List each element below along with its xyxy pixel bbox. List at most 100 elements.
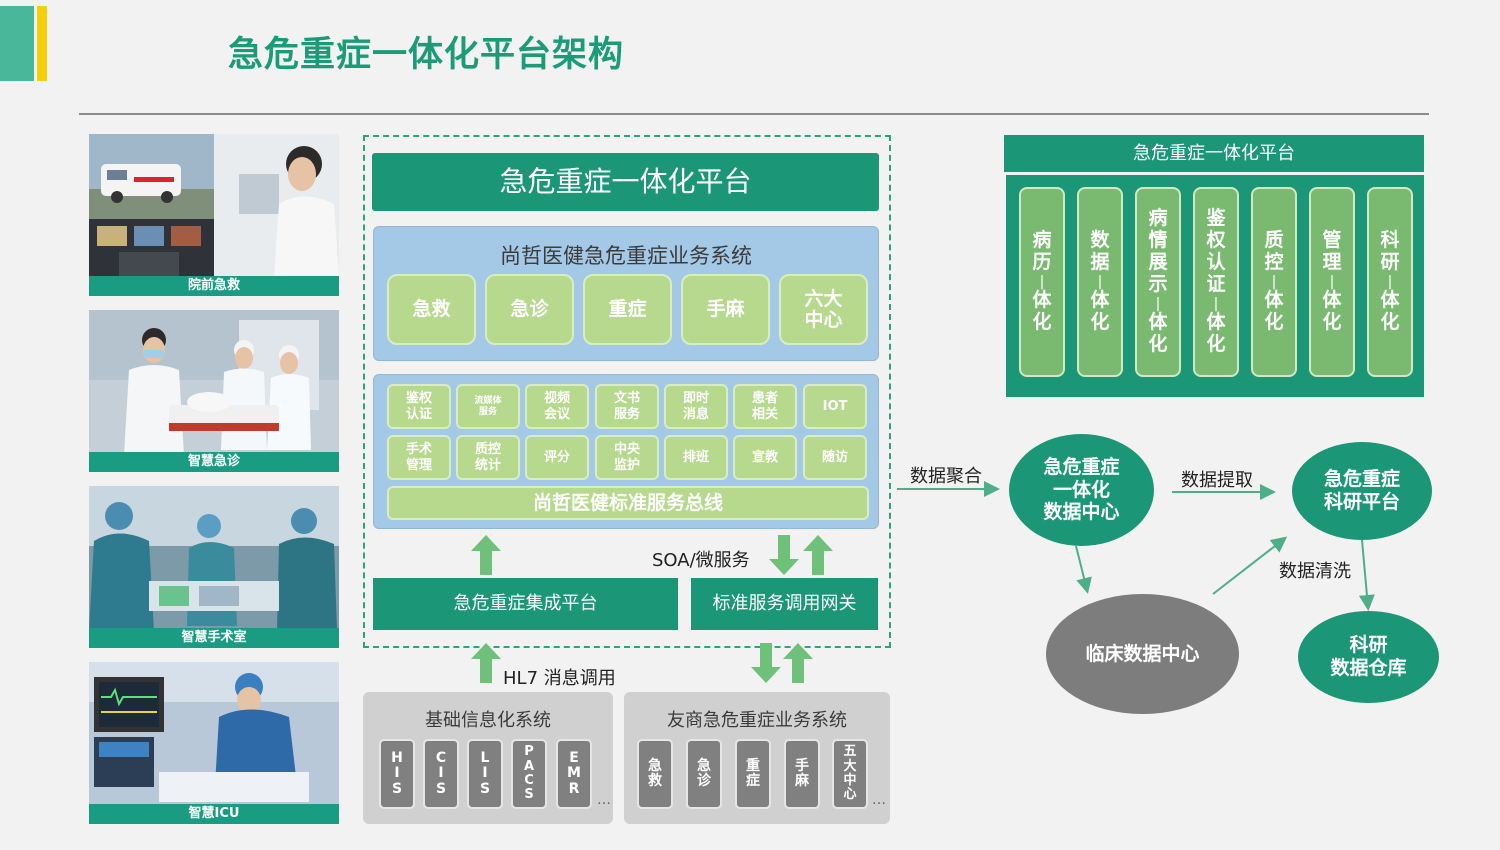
- arrow-up-icon: [783, 643, 813, 683]
- service-gateway: 标准服务调用网关: [691, 578, 878, 630]
- photo-smart-emergency: 智慧急诊: [89, 310, 339, 472]
- partner-more: …: [872, 792, 886, 808]
- column-char: 化: [1206, 332, 1226, 355]
- module-emergency-rescue: 急救: [387, 274, 476, 345]
- photo-caption: 智慧ICU: [89, 804, 339, 824]
- partner-emergency: 急 诊: [686, 739, 722, 809]
- column-text: 质控|体化: [1264, 229, 1284, 333]
- photo-smart-icu: 智慧ICU: [89, 662, 339, 824]
- partner-five-centers: 五 大 中 心: [832, 739, 868, 809]
- integration-platform: 急危重症集成平台: [373, 578, 678, 630]
- column-char: |: [1155, 295, 1161, 312]
- column-char: 体: [1264, 289, 1284, 312]
- column-char: 数: [1090, 229, 1110, 252]
- column-text: 鉴权认证|体化: [1206, 208, 1225, 355]
- basic-systems-title: 基础信息化系统: [425, 710, 551, 731]
- research-data-warehouse: 科研 数据仓库: [1298, 611, 1439, 703]
- column-char: 体: [1032, 289, 1052, 312]
- column-char: 化: [1032, 310, 1052, 333]
- photo-caption: 智慧手术室: [89, 628, 339, 648]
- service-surgery-mgmt: 手术 管理: [387, 435, 451, 480]
- integration-columns-panel: 病历|体化 数据|体化 病情展示|体化 鉴权认证|体化 质控|体化 管理|体化 …: [1006, 175, 1424, 397]
- column-text: 管理|体化: [1322, 229, 1342, 333]
- service-document: 文书 服务: [595, 384, 659, 429]
- column-char: 证: [1206, 272, 1226, 295]
- column-char: 管: [1322, 229, 1342, 252]
- prehospital-image: [89, 134, 339, 296]
- column-char: 示: [1148, 272, 1168, 295]
- partner-systems-title: 友商急危重症业务系统: [667, 710, 847, 731]
- column-char: |: [1097, 273, 1103, 290]
- column-char: 权: [1206, 229, 1226, 252]
- service-video-conference: 视频 会议: [525, 384, 589, 429]
- column-text: 病历|体化: [1032, 229, 1052, 333]
- smart-operating-room-image: [89, 486, 339, 648]
- module-anesthesia: 手麻: [681, 274, 770, 345]
- title-divider: [79, 113, 1429, 115]
- column-text: 数据|体化: [1090, 229, 1110, 333]
- column-char: 化: [1148, 332, 1168, 355]
- arrow-up-icon: [471, 535, 501, 575]
- service-education: 宣教: [733, 435, 797, 480]
- service-scheduling: 排班: [664, 435, 728, 480]
- basic-systems-panel: 基础信息化系统 H I S C I S L I S P A C S E M R …: [363, 692, 613, 824]
- service-streaming: 流媒体 服务: [456, 384, 520, 429]
- column-char: |: [1387, 273, 1393, 290]
- service-qc-stats: 质控 统计: [456, 435, 520, 480]
- column-char: 质: [1264, 229, 1284, 252]
- photo-prehospital: 院前急救: [89, 134, 339, 296]
- smart-emergency-image: [89, 310, 339, 472]
- clinical-data-center: 临床数据中心: [1046, 594, 1239, 714]
- service-scoring: 评分: [525, 435, 589, 480]
- column-char: 历: [1032, 251, 1052, 274]
- service-iot: IOT: [803, 384, 867, 429]
- data-aggregation-label: 数据聚合: [910, 466, 982, 487]
- platform-boundary: [363, 135, 891, 648]
- column-char: 展: [1148, 251, 1168, 274]
- column-char: 情: [1148, 229, 1168, 252]
- service-bus: 尚哲医健标准服务总线: [387, 486, 869, 520]
- arrow-down-icon: [769, 535, 799, 575]
- header-decoration-teal: [0, 6, 34, 81]
- column-char: 体: [1206, 310, 1226, 333]
- integrated-data-center: 急危重症 一体化 数据中心: [1009, 434, 1154, 546]
- header-decoration-yellow: [37, 6, 47, 81]
- column-text: 科研|体化: [1380, 229, 1400, 333]
- column-char: 体: [1090, 289, 1110, 312]
- service-patient: 患者 相关: [733, 384, 797, 429]
- column-char: 据: [1090, 251, 1110, 274]
- column-char: 控: [1264, 251, 1284, 274]
- platform-title-bar: 急危重症一体化平台: [372, 153, 879, 211]
- column-char: |: [1271, 273, 1277, 290]
- column-char: 科: [1380, 229, 1400, 252]
- smart-icu-image: [89, 662, 339, 824]
- column-char: |: [1039, 273, 1045, 290]
- system-his: H I S: [379, 739, 415, 809]
- column-char: 病: [1148, 207, 1168, 230]
- column-char: |: [1213, 295, 1219, 312]
- business-system-title: 尚哲医健急危重症业务系统: [500, 244, 752, 268]
- column-char: |: [1329, 273, 1335, 290]
- column-char: 理: [1322, 251, 1342, 274]
- column-char: 化: [1264, 310, 1284, 333]
- research-platform: 急危重症 科研平台: [1292, 442, 1432, 540]
- column-char: 病: [1032, 229, 1052, 252]
- arrow-cleaning: [1358, 539, 1375, 611]
- column-research: 科研|体化: [1367, 187, 1413, 377]
- column-char: 化: [1380, 310, 1400, 333]
- service-instant-message: 即时 消息: [664, 384, 728, 429]
- column-char: 体: [1380, 289, 1400, 312]
- service-auth: 鉴权 认证: [387, 384, 451, 429]
- photo-smart-or: 智慧手术室: [89, 486, 339, 648]
- module-emergency: 急诊: [485, 274, 574, 345]
- system-lis: L I S: [467, 739, 503, 809]
- column-char: 认: [1206, 251, 1226, 274]
- data-cleaning-label: 数据清洗: [1279, 561, 1351, 582]
- column-quality-control: 质控|体化: [1251, 187, 1297, 377]
- column-data: 数据|体化: [1077, 187, 1123, 377]
- right-platform-title: 急危重症一体化平台: [1004, 135, 1424, 172]
- column-char: 化: [1090, 310, 1110, 333]
- service-followup: 随访: [803, 435, 867, 480]
- column-char: 体: [1322, 289, 1342, 312]
- arrow-to-clinical: [1075, 545, 1092, 594]
